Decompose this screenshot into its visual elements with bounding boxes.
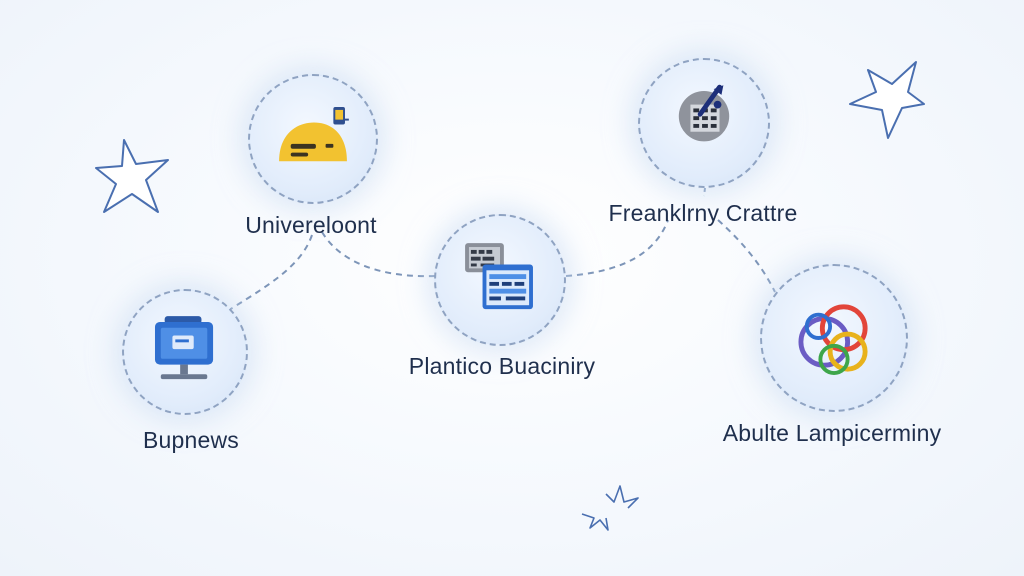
node-franklin[interactable] — [638, 58, 770, 188]
node-abulte[interactable] — [760, 264, 908, 412]
pen-on-grid-icon — [678, 84, 730, 142]
sparkle-icon — [581, 485, 639, 531]
connector-universe-business — [209, 234, 313, 323]
node-label-plantico: Plantico Buaciniry — [408, 353, 596, 379]
spreadsheet-documents-icon — [465, 243, 533, 310]
star-outline-icon — [849, 61, 925, 139]
node-label-franklin: Freanklrny Crattre — [608, 200, 798, 226]
star-outline-icon — [95, 139, 169, 213]
interlocking-rings-icon — [798, 304, 868, 375]
connector-franklin-abulte — [717, 219, 776, 293]
node-business[interactable] — [122, 289, 248, 415]
node-label-universe: Univereloont — [245, 212, 377, 238]
node-universe[interactable] — [248, 74, 378, 204]
computer-monitor-icon — [154, 316, 214, 380]
connector-universe-plantico — [321, 231, 437, 278]
node-label-abulte: Abulte Lampicerminy — [722, 420, 942, 446]
yellow-helmet-icon — [279, 107, 349, 162]
node-label-business: Bupnews — [142, 427, 240, 453]
connector-plantico-franklin — [565, 219, 669, 277]
node-plantico[interactable] — [434, 214, 566, 346]
